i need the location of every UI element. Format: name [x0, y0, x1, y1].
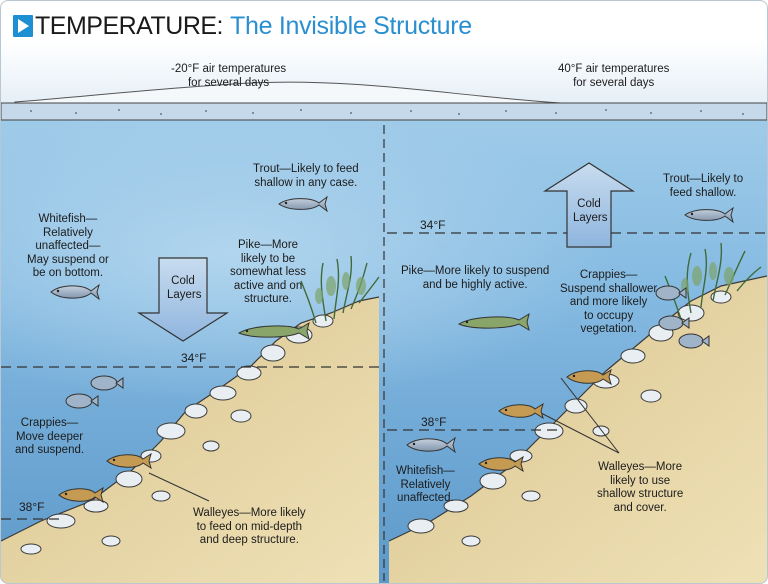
left-walleye-leader — [148, 472, 210, 502]
left-cold-layers-label: Cold Layers — [167, 275, 202, 301]
ice-sheet — [1, 102, 767, 121]
left-isotherm-34-label: 34°F — [181, 351, 207, 365]
left-whitefish-label: Whitefish— Relatively unaffected— May su… — [27, 213, 109, 279]
left-crappie-fish-2 — [65, 393, 99, 409]
right-pike-fish — [457, 312, 530, 332]
left-cold-layers-arrow — [136, 257, 230, 342]
right-trout-label: Trout—Likely to feed shallow. — [663, 173, 744, 199]
right-isotherm-34-label: 34°F — [420, 218, 446, 232]
page-title: TEMPERATURE: The Invisible Structure — [13, 9, 472, 43]
right-walleyes-label: Walleyes—More likely to use shallow stru… — [597, 461, 684, 514]
left-pike-label: Pike—More likely to be somewhat less act… — [230, 239, 307, 305]
snow-mound — [14, 81, 562, 106]
right-crappie-fish-3 — [678, 333, 710, 349]
left-isotherm-38-label: 38°F — [19, 500, 45, 514]
left-crappie-fish-1 — [90, 375, 124, 391]
right-crappie-fish-1 — [655, 285, 687, 301]
right-walleye-fish-3 — [478, 455, 524, 473]
left-whitefish-fish — [50, 283, 100, 301]
left-trout-fish — [278, 195, 328, 213]
right-isotherm-38-label: 38°F — [421, 415, 447, 429]
right-trout-fish — [684, 206, 734, 224]
left-walleye-fish-1 — [106, 452, 152, 470]
right-bottom-edge — [388, 275, 767, 542]
right-walleye-leader-2 — [560, 377, 620, 454]
left-air-temp-label: -20°F air temperatures for several days — [171, 63, 287, 89]
right-lake-bottom — [389, 276, 767, 583]
ice-texture — [30, 109, 744, 115]
left-trout-label: Trout—Likely to feed shallow in any case… — [253, 163, 359, 189]
left-vegetation — [300, 255, 380, 324]
right-whitefish-label: Whitefish— Relatively unaffected. — [396, 465, 455, 504]
left-crappies-label: Crappies— Move deeper and suspend. — [15, 417, 85, 456]
right-cold-layers-arrow — [542, 162, 636, 248]
right-cold-layers-label: Cold Layers — [573, 198, 608, 224]
right-walleye-fish-1 — [566, 368, 612, 386]
title-arrow-icon — [13, 15, 33, 37]
title-main: TEMPERATURE: — [35, 11, 224, 40]
right-air-temp-label: 40°F air temperatures for several days — [558, 63, 670, 89]
right-crappies-label: Crappies— Suspend shallower and more lik… — [560, 269, 658, 335]
left-walleyes-label: Walleyes—More likely to feed on mid-dept… — [193, 507, 306, 546]
left-pike-fish — [237, 321, 310, 341]
left-vegetation-leaves — [315, 272, 366, 304]
right-whitefish-fish — [406, 436, 456, 454]
right-crappie-fish-2 — [658, 315, 690, 331]
right-walleye-fish-2 — [498, 402, 544, 420]
right-walleye-leader-1 — [540, 412, 620, 454]
left-walleye-fish-2 — [58, 486, 104, 504]
title-subtitle: The Invisible Structure — [230, 11, 472, 40]
right-pike-label: Pike—More likely to suspend and be highl… — [401, 265, 550, 291]
